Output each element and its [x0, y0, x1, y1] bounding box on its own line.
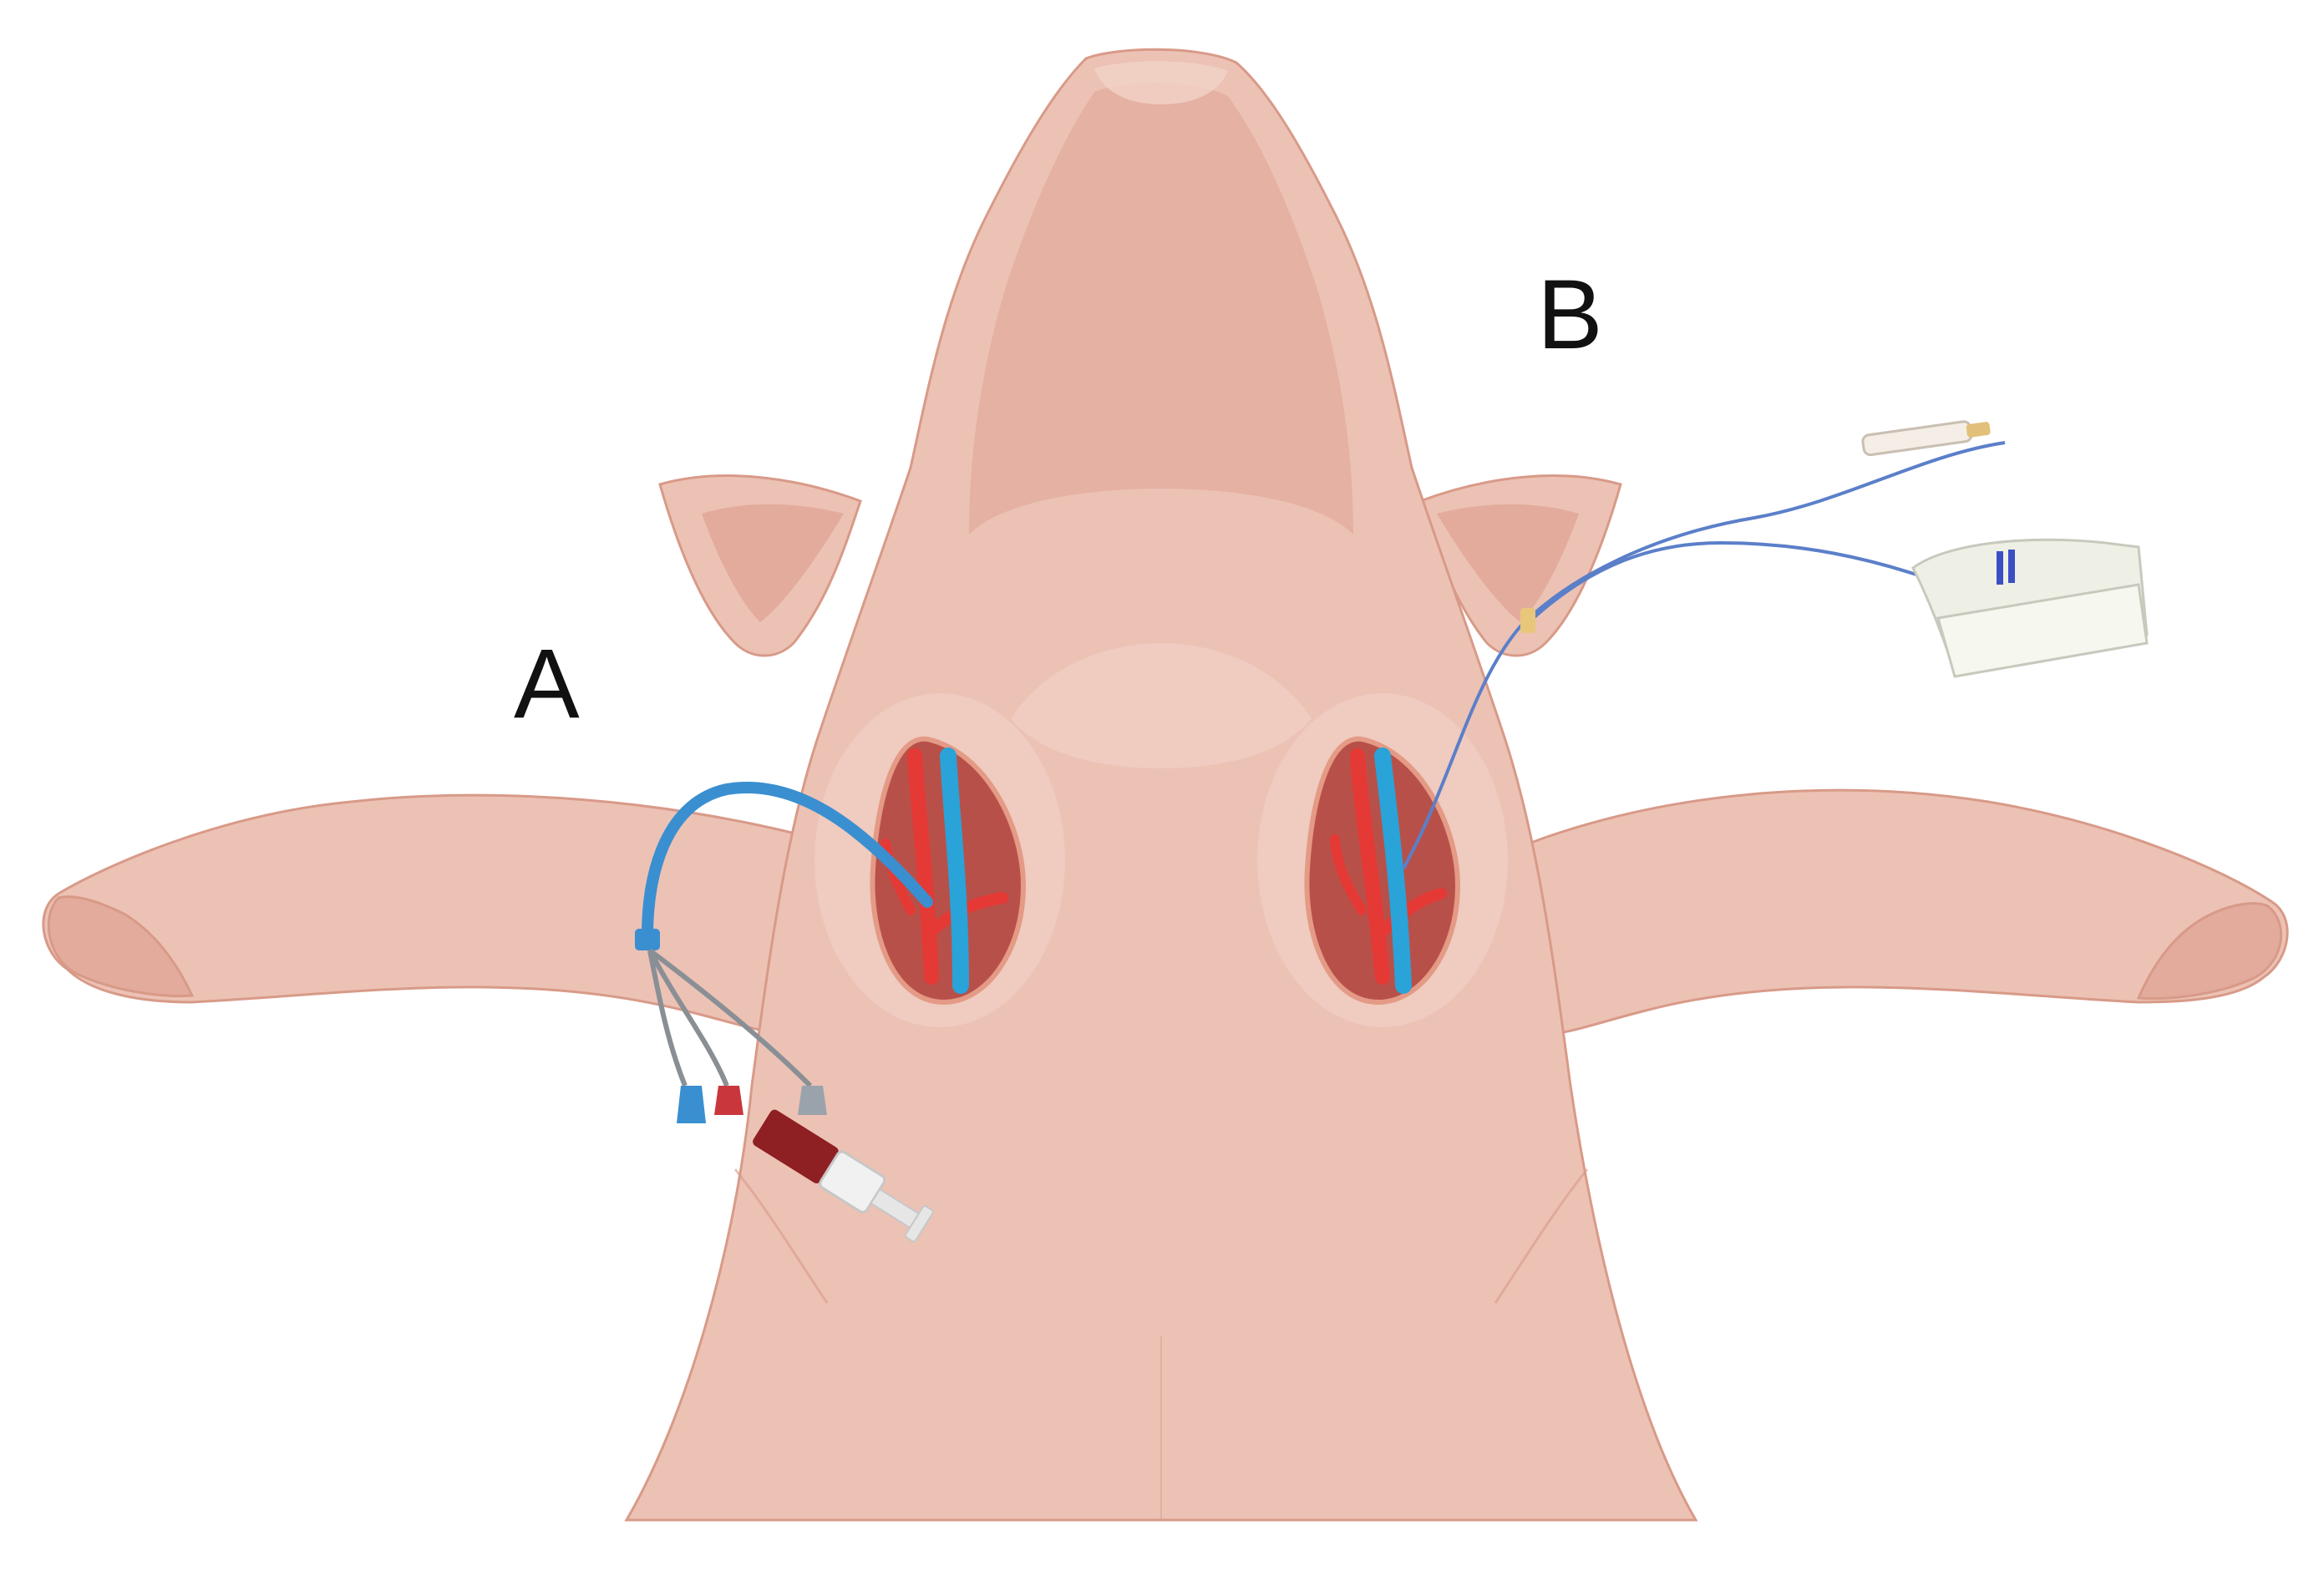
- snout-tip: [1094, 61, 1228, 104]
- probe-body: [1911, 538, 2149, 678]
- right-neck-incision: [1304, 736, 1461, 1006]
- probe-head: [1936, 583, 2149, 678]
- snout-shading: [969, 83, 1353, 535]
- torso-and-head: [624, 48, 1698, 1522]
- pig-body: [42, 48, 2289, 1522]
- left-neck-incision: [870, 736, 1027, 1006]
- left-chest-crease: [733, 1168, 829, 1304]
- left-jugular-vein: [940, 747, 969, 994]
- wire-connector: [1520, 608, 1535, 633]
- right-jugular-vein: [1374, 747, 1412, 994]
- probe-blue-mark-2: [2008, 550, 2015, 583]
- left-ear-inner: [702, 504, 844, 622]
- blue-luer-hub: [677, 1086, 706, 1123]
- catheter-tube: [642, 782, 933, 941]
- left-hoof: [47, 895, 195, 997]
- left-carotid-artery: [907, 748, 939, 985]
- lumen-line-3: [648, 948, 813, 1088]
- red-luer-hub: [714, 1086, 743, 1115]
- grey-luer-hub: [798, 1086, 827, 1115]
- panel-label-b: B: [1537, 260, 1603, 370]
- catheter-connector-icon: [1861, 420, 1991, 457]
- connector-body: [1861, 420, 1973, 457]
- syringe-plunger-cap: [904, 1205, 934, 1243]
- panel-label-a: A: [514, 629, 580, 739]
- right-artery-branch-2: [1330, 834, 1367, 915]
- left-artery-branch-2: [880, 839, 916, 915]
- probe-cable: [1527, 540, 1922, 624]
- guide-wire: [1402, 441, 2006, 869]
- connector-tip: [1966, 422, 1991, 438]
- lumen-line-2: [647, 949, 729, 1087]
- right-carotid-artery: [1350, 748, 1390, 985]
- ultrasound-probe-icon: [1402, 420, 2149, 869]
- right-ear-inner: [1437, 504, 1579, 622]
- right-hoof: [2136, 902, 2282, 1001]
- syringe-barrel-blood: [753, 1109, 839, 1183]
- left-incision-opening: [870, 736, 1027, 1006]
- chin-shading: [1011, 643, 1312, 768]
- lumen-line-1: [647, 950, 688, 1087]
- probe-blue-mark: [1997, 551, 2003, 585]
- catheter-junction-hub: [635, 929, 660, 950]
- right-chest-crease: [1494, 1168, 1589, 1304]
- syringe-icon: [753, 1109, 934, 1243]
- right-foreleg: [1519, 788, 2289, 1036]
- right-incision-opening: [1304, 736, 1461, 1006]
- central-venous-catheter-icon: [635, 782, 934, 1243]
- left-foreleg: [42, 793, 820, 1036]
- right-artery-branch: [1373, 888, 1447, 941]
